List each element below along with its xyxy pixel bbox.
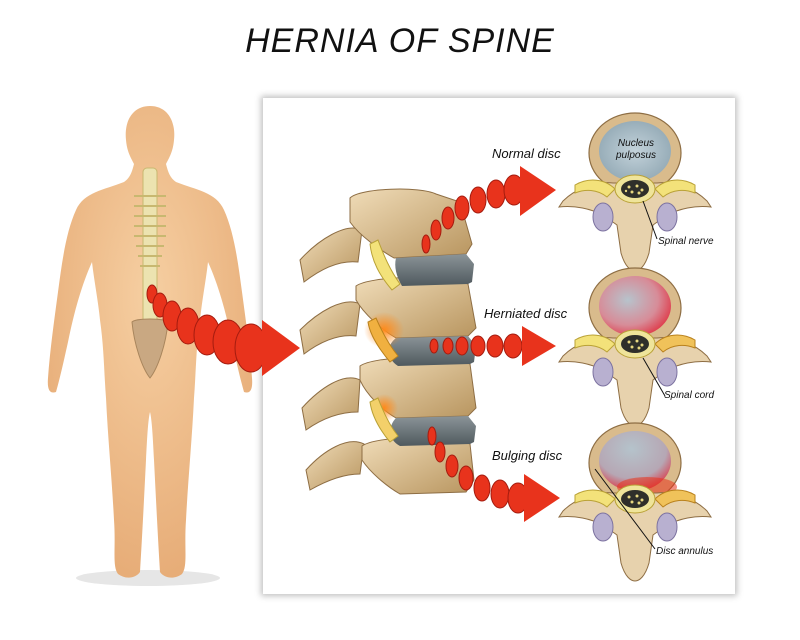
pelvis-sacrum <box>131 318 169 379</box>
label-bulging-disc: Bulging disc <box>492 448 563 463</box>
label-disc-annulus: Disc annulus <box>656 546 714 557</box>
label-nucleus-pulposus: Nucleus pulposus <box>612 138 660 162</box>
diagram-title: HERNIA OF SPINE <box>245 22 555 60</box>
connector-arrow <box>146 284 300 376</box>
vertebral-column <box>299 188 477 495</box>
label-herniated-disc: Herniated disc <box>484 306 568 321</box>
arrow-herniated <box>429 326 556 366</box>
cross-section-herniated <box>557 267 713 427</box>
floor-shadow <box>76 570 220 586</box>
cross-section-normal <box>557 112 713 272</box>
label-nucleus-line1: Nucleus <box>617 138 655 149</box>
disc-normal-side <box>395 254 474 286</box>
label-nucleus-line2: pulposus <box>615 150 657 161</box>
arrow-normal <box>421 166 556 254</box>
label-normal-disc: Normal disc <box>492 146 561 161</box>
cross-section-bulging <box>557 422 713 582</box>
arrow-bulging <box>427 426 560 522</box>
label-spinal-cord: Spinal cord <box>664 390 715 401</box>
label-spinal-nerve: Spinal nerve <box>658 236 714 247</box>
